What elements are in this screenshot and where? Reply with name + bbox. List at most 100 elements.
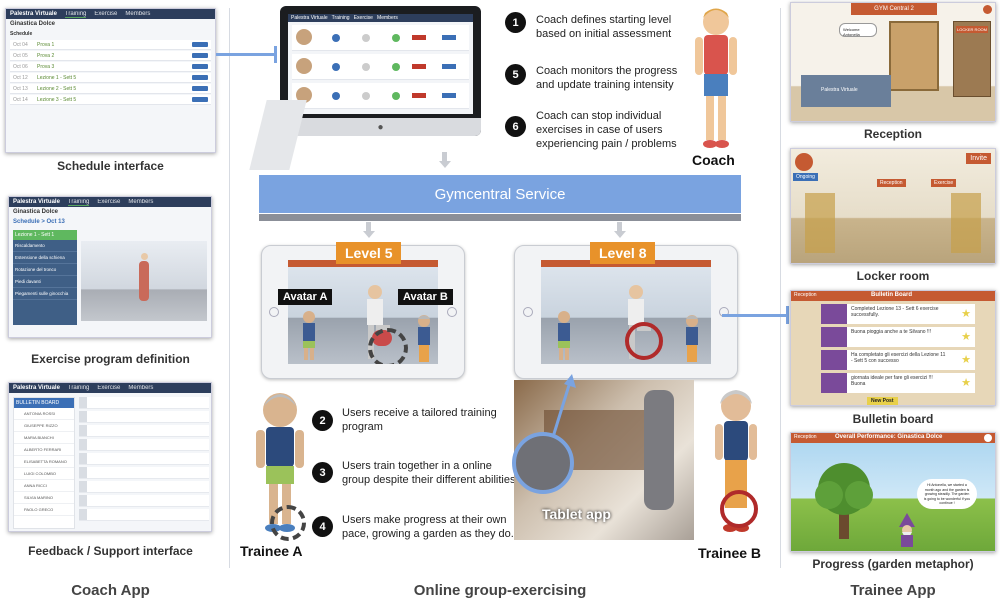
settings-icon[interactable] (983, 5, 992, 14)
feed-post (79, 453, 209, 465)
bulletin-post-text: Ha completato gli esercizi della Lezione… (851, 352, 946, 364)
imac-chin: ● (280, 118, 481, 136)
trainee-b-figure (715, 390, 757, 532)
view-details-button[interactable] (192, 75, 208, 80)
trainee-b-stop-indicator (720, 490, 758, 528)
step-2-text: Users receive a tailored training progra… (342, 407, 497, 433)
locker-sign-exercise[interactable]: Exercise (931, 179, 957, 187)
tab-training[interactable]: Training (64, 10, 87, 18)
member-list-item[interactable]: LUIGI COLOMBO (14, 468, 74, 480)
bulletin-title: Bulletin Board (871, 292, 913, 298)
step-2-badge: 2 (312, 410, 333, 431)
tablet-app-label: Tablet app (542, 506, 611, 522)
locker-caption: Locker room (856, 269, 930, 283)
progress-header: Reception Overall Performance: Ginastica… (791, 433, 995, 443)
locker-room-door[interactable]: LOCKER ROOM (953, 21, 991, 97)
step-6-badge: 6 (505, 116, 526, 137)
star-icon[interactable]: ★ (961, 331, 971, 343)
trainee-b-label: Trainee B (698, 545, 762, 561)
invite-button[interactable]: Invite (966, 153, 991, 164)
step-5-badge: 5 (505, 64, 526, 85)
feed-post (79, 481, 209, 493)
ongoing-clock-icon[interactable] (795, 153, 813, 171)
feed-area (79, 397, 209, 529)
locker-sign-reception[interactable]: Reception (877, 179, 906, 187)
reception-caption: Reception (863, 127, 922, 141)
progress-garden-screenshot: Reception Overall Performance: Ginastica… (790, 432, 996, 552)
step-3-badge: 3 (312, 462, 333, 483)
new-post-button[interactable]: New Post (867, 397, 898, 405)
schedule-row[interactable]: Oct 12 Lezione 1 - Sett 5 (10, 73, 211, 83)
arrow-service-tablet-b (614, 231, 626, 238)
exercise-item[interactable]: Estensione della schiena (13, 252, 77, 264)
star-icon[interactable]: ★ (961, 377, 971, 389)
bulletin-post: Ha completato gli esercizi della Lezione… (821, 350, 975, 370)
bulletin-post: giornata ideale per fare gli esercizi !!… (821, 373, 975, 393)
exercise-breadcrumb: Schedule > Oct 13 (13, 219, 65, 225)
view-details-button[interactable] (192, 64, 208, 69)
schedule-row[interactable]: Oct 06 Prova 3 (10, 62, 211, 72)
online-group-title: Online group-exercising (413, 582, 587, 599)
member-list-item[interactable]: ANNA RICCI (14, 480, 74, 492)
info-icon[interactable] (984, 434, 992, 442)
bulletin-post: Completed Lezione 13 - Sett 6 exercise s… (821, 304, 975, 324)
member-list-item[interactable]: GIUSEPPE RIZZO (14, 420, 74, 432)
connector-bulletin (722, 314, 788, 317)
schedule-row-date: Oct 05 (13, 52, 28, 59)
trainee-a-progress-indicator (270, 505, 306, 541)
schedule-row-title: Prova 3 (37, 63, 55, 70)
schedule-row-title: Lezione 3 - Sett 5 (37, 96, 77, 103)
locker-room-screenshot: Invite Ongoing Reception Exercise (790, 148, 996, 264)
member-list-item[interactable]: ANTONIA ROSSI (14, 408, 74, 420)
schedule-topbar: Palestra Virtuale Training Exercise Memb… (6, 9, 215, 19)
view-details-button[interactable] (192, 97, 208, 102)
zoom-arrow (551, 374, 576, 438)
level-8-badge: Level 8 (590, 242, 656, 264)
schedule-row-date: Oct 06 (13, 63, 28, 70)
view-details-button[interactable] (192, 42, 208, 47)
exercise-item[interactable]: Piedi davanti (13, 276, 77, 288)
monitor-trainee-row (292, 54, 469, 80)
level-indicator-a (368, 328, 408, 364)
progress-back-button[interactable]: Reception (794, 434, 817, 440)
trainee-app-title: Trainee App (850, 582, 936, 599)
schedule-row-title: Lezione 1 - Sett 5 (37, 74, 77, 81)
left-divider (229, 8, 230, 568)
schedule-row-date: Oct 12 (13, 74, 28, 81)
arrow-monitor-service (439, 161, 451, 168)
bulletin-post-text: giornata ideale per fare gli esercizi !!… (851, 375, 933, 387)
member-list-item[interactable]: MARIA BIANCHI (14, 432, 74, 444)
apple-logo-icon: ● (377, 121, 384, 133)
step-3-text: Users train together in a online group d… (342, 460, 516, 486)
bulletin-back-button[interactable]: Reception (794, 292, 817, 298)
level-5-badge: Level 5 (336, 242, 402, 264)
tab-members[interactable]: Members (125, 11, 151, 17)
star-icon[interactable]: ★ (961, 308, 971, 320)
member-list-item[interactable]: SILVIA MARINO (14, 492, 74, 504)
feed-post (79, 425, 209, 437)
view-details-button[interactable] (192, 53, 208, 58)
bulletin-board-tab[interactable]: BULLETIN BOARD (14, 398, 74, 408)
welcome-bubble: Welcome Antonella (839, 23, 877, 37)
tablet-a-screen (288, 260, 438, 364)
exercise-item[interactable]: Rotazione del tronco (13, 264, 77, 276)
exercise-item[interactable]: Piegamenti sulle ginocchia (13, 288, 77, 300)
tab-exercise[interactable]: Exercise (94, 11, 118, 17)
locker-sign-ongoing[interactable]: Ongoing (793, 173, 818, 181)
member-list-item[interactable]: PAOLO GRECO (14, 504, 74, 516)
member-list-item[interactable]: ELISABETTA ROMANO (14, 456, 74, 468)
bulletin-post: Buona pioggia anche a te Silvano !!!★ (821, 327, 975, 347)
exercise-item[interactable]: Riscaldamento (13, 240, 77, 252)
star-icon[interactable]: ★ (961, 354, 971, 366)
view-details-button[interactable] (192, 86, 208, 91)
member-list-item[interactable]: ALBERTO FERRARI (14, 444, 74, 456)
monitor-trainee-row (292, 25, 469, 51)
